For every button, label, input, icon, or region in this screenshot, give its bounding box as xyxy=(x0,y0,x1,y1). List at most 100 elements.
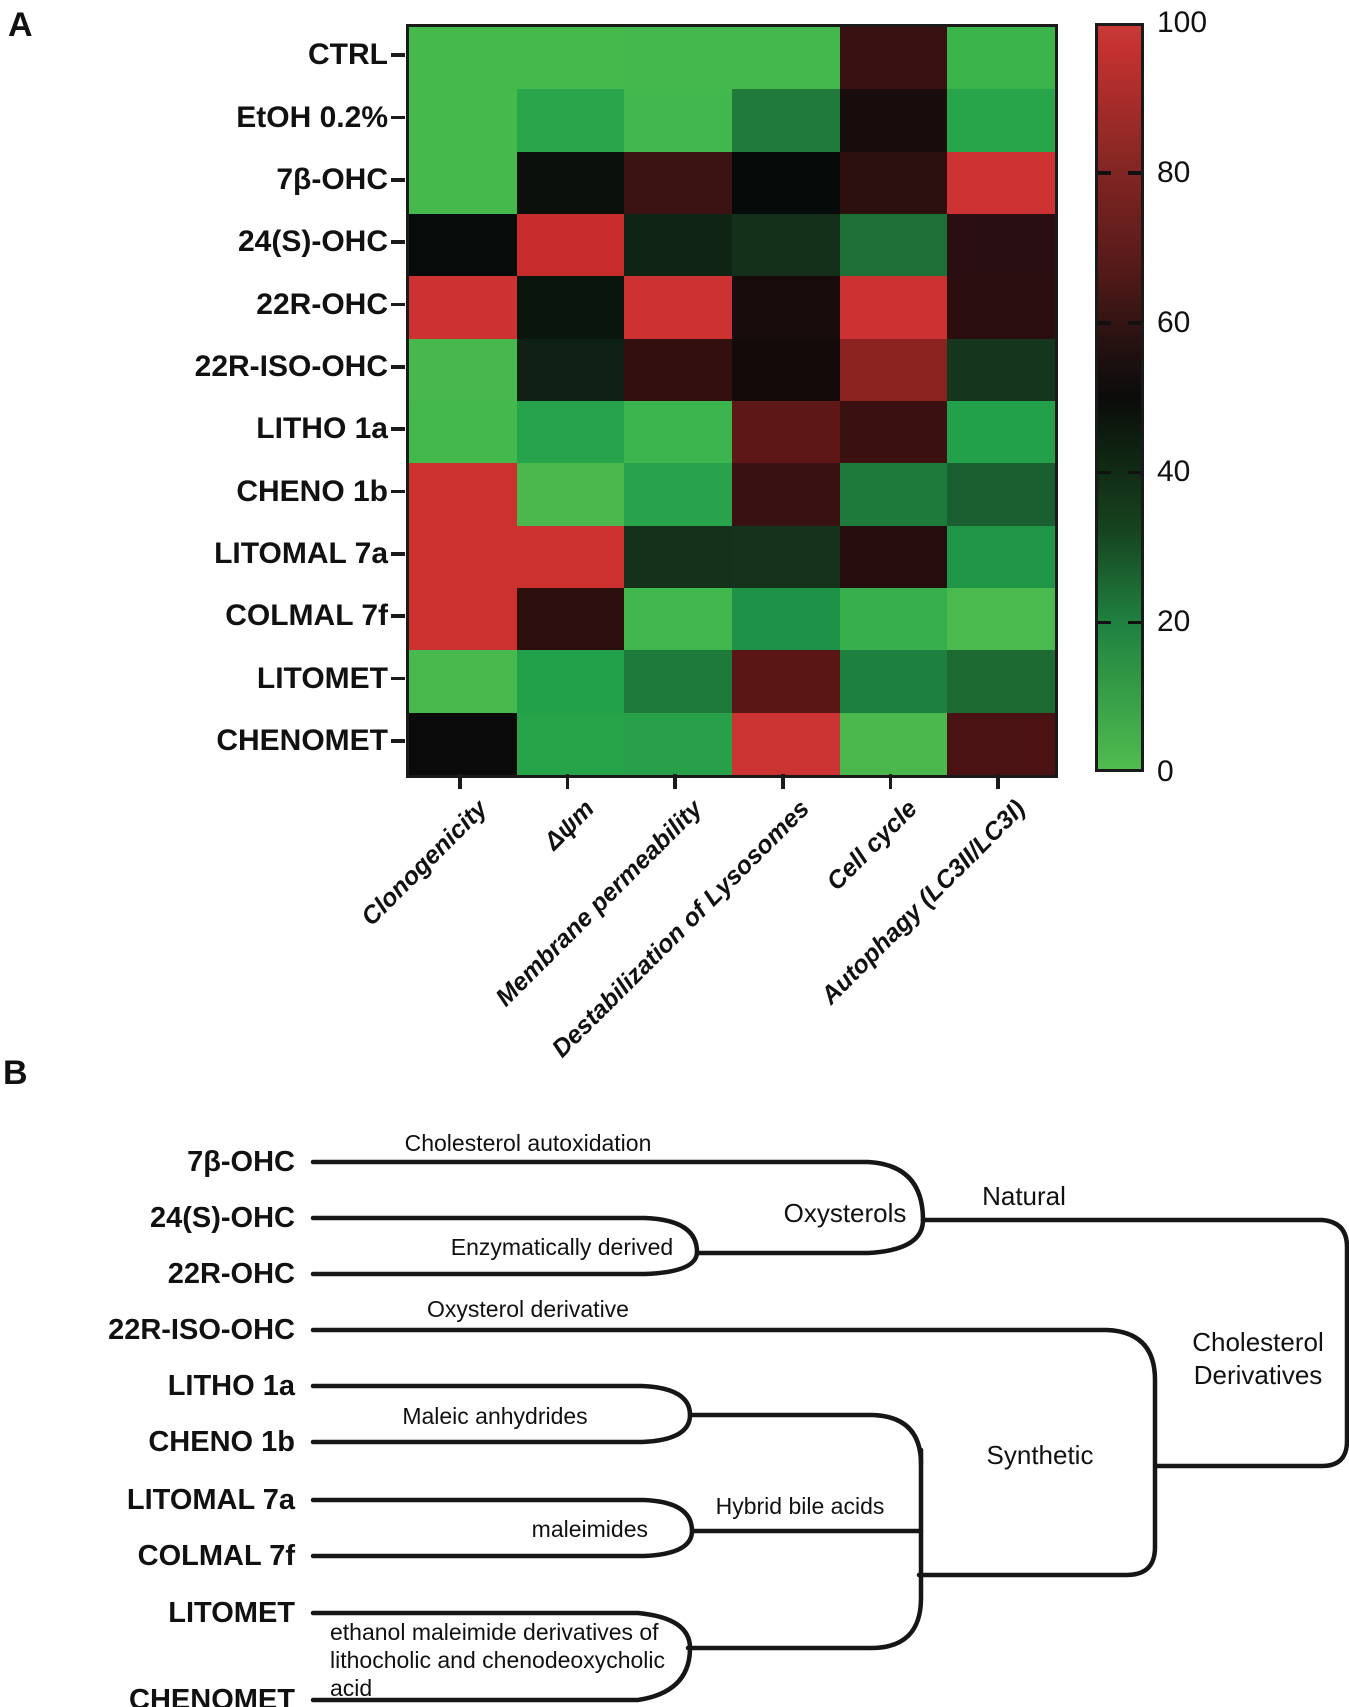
heatmap-cell xyxy=(516,89,625,152)
heatmap-cell xyxy=(731,213,840,277)
heatmap-row-label: 24(S)-OHC xyxy=(237,225,388,259)
heatmap-cell xyxy=(731,463,840,526)
heatmap-row-label: 7β-OHC xyxy=(276,162,388,196)
heatmap-cell xyxy=(409,650,517,713)
heatmap-cell xyxy=(947,463,1055,526)
heatmap-cell xyxy=(731,89,840,152)
enzymatically-derived-bracket xyxy=(310,1215,700,1277)
heatmap-cell xyxy=(947,525,1055,588)
group-label-cholesterol-derivatives: Cholesterol Derivatives xyxy=(1192,1327,1324,1390)
heatmap-cell xyxy=(409,712,517,775)
colorbar xyxy=(1095,23,1144,772)
heatmap-cell xyxy=(624,151,732,214)
row-tick-mark xyxy=(391,489,405,494)
heatmap-cell xyxy=(624,525,732,588)
heatmap-cell xyxy=(624,213,732,277)
oxysterols-bracket-bottom-line xyxy=(694,1217,926,1256)
heatmap-cell xyxy=(516,276,625,339)
heatmap-cell xyxy=(839,338,948,401)
row-tick-mark xyxy=(391,178,405,182)
row-tick-mark xyxy=(391,614,405,618)
heatmap-cell xyxy=(624,400,732,464)
heatmap-row-label: EtOH 0.2% xyxy=(236,100,388,134)
heatmap-cell xyxy=(516,463,625,526)
heatmap-row-label: CHENOMET xyxy=(216,723,388,757)
row-tick-mark xyxy=(391,739,405,743)
heatmap-cell xyxy=(624,27,732,90)
dendrogram-compound-label: LITOMET xyxy=(168,1597,295,1629)
dendrogram-compound-label: 22R-ISO-OHC xyxy=(108,1314,295,1346)
heatmap-cell xyxy=(624,338,732,401)
annotation-cholesterol-autoxidation: Cholesterol autoxidation xyxy=(404,1130,652,1156)
annotation-maleic-anhydrides: Maleic anhydrides xyxy=(402,1403,588,1429)
heatmap-cell xyxy=(839,650,948,713)
heatmap-cell xyxy=(624,463,732,526)
annotation-hybrid-bile-acids: Hybrid bile acids xyxy=(715,1493,885,1519)
colorbar-tick-mark xyxy=(1098,470,1111,475)
heatmap-cell xyxy=(516,712,625,775)
heatmap-cell xyxy=(624,650,732,713)
ethanol-maleimide-bracket xyxy=(310,1610,693,1703)
annotation-enzymatically-derived: Enzymatically derived xyxy=(450,1234,674,1260)
heatmap-row-label: LITHO 1a xyxy=(256,412,388,446)
column-tick-mark xyxy=(781,774,785,789)
heatmap-cell xyxy=(731,27,840,90)
heatmap-cell xyxy=(947,213,1055,277)
heatmap-cell xyxy=(516,338,625,401)
heatmap-cell xyxy=(839,213,948,277)
heatmap-cell xyxy=(624,587,732,651)
heatmap-row-label: LITOMET xyxy=(256,661,388,695)
heatmap-cell xyxy=(731,338,840,401)
colorbar-tick-mark xyxy=(1098,171,1111,175)
heatmap-cell xyxy=(516,525,625,588)
heatmap-cell xyxy=(624,276,732,339)
dendrogram-compound-label: 7β-OHC xyxy=(187,1146,295,1178)
dendrogram-compound-label: COLMAL 7f xyxy=(137,1540,295,1572)
heatmap-cell xyxy=(516,587,625,651)
colorbar-tick-label: 20 xyxy=(1157,605,1191,639)
heatmap-cell xyxy=(409,463,517,526)
heatmap-cell xyxy=(731,587,840,651)
heatmap-cell xyxy=(947,27,1055,90)
heatmap-cell xyxy=(516,650,625,713)
colorbar-tick-label: 0 xyxy=(1157,755,1174,788)
column-tick-mark xyxy=(673,774,677,789)
heatmap-cell xyxy=(409,151,517,214)
colorbar-tick-mark xyxy=(1128,321,1141,325)
heatmap-cell xyxy=(731,276,840,339)
natural-bracket-line xyxy=(920,1217,1349,1469)
heatmap-cell xyxy=(947,712,1055,775)
colorbar-tick-mark xyxy=(1128,620,1141,625)
heatmap-row-label: 22R-ISO-OHC xyxy=(194,349,388,383)
maleic-anhydrides-exit-line xyxy=(687,1412,924,1467)
colorbar-tick-label: 60 xyxy=(1157,305,1191,339)
panel-a-label: A xyxy=(8,6,33,44)
heatmap-cell xyxy=(947,650,1055,713)
heatmap-row-label: COLMAL 7f xyxy=(225,599,388,633)
heatmap-cell xyxy=(839,27,948,90)
heatmap-cell xyxy=(731,151,840,214)
synthetic-vertical-line xyxy=(685,1447,924,1651)
row-tick-mark xyxy=(391,365,405,369)
heatmap xyxy=(406,24,1058,778)
heatmap-cell xyxy=(516,151,625,214)
heatmap-cell xyxy=(624,712,732,775)
annotation-oxysterol-derivative: Oxysterol derivative xyxy=(427,1296,629,1322)
group-label-synthetic: Synthetic xyxy=(986,1440,1094,1470)
group-label-natural: Natural xyxy=(982,1181,1066,1211)
heatmap-row-label: CTRL xyxy=(308,38,388,72)
row-tick-mark xyxy=(391,552,405,556)
row-tick-mark xyxy=(391,302,405,307)
heatmap-row-label: 22R-OHC xyxy=(256,287,388,321)
colorbar-tick-label: 80 xyxy=(1157,155,1191,189)
maleimides-bracket xyxy=(310,1497,924,1559)
heatmap-cell xyxy=(731,525,840,588)
colorbar-tick-mark xyxy=(1098,321,1111,325)
annotation-maleimides: maleimides xyxy=(531,1516,648,1542)
heatmap-cell xyxy=(839,151,948,214)
heatmap-cell xyxy=(947,400,1055,464)
heatmap-cell xyxy=(839,463,948,526)
dendrogram-compound-label: LITHO 1a xyxy=(167,1370,295,1402)
